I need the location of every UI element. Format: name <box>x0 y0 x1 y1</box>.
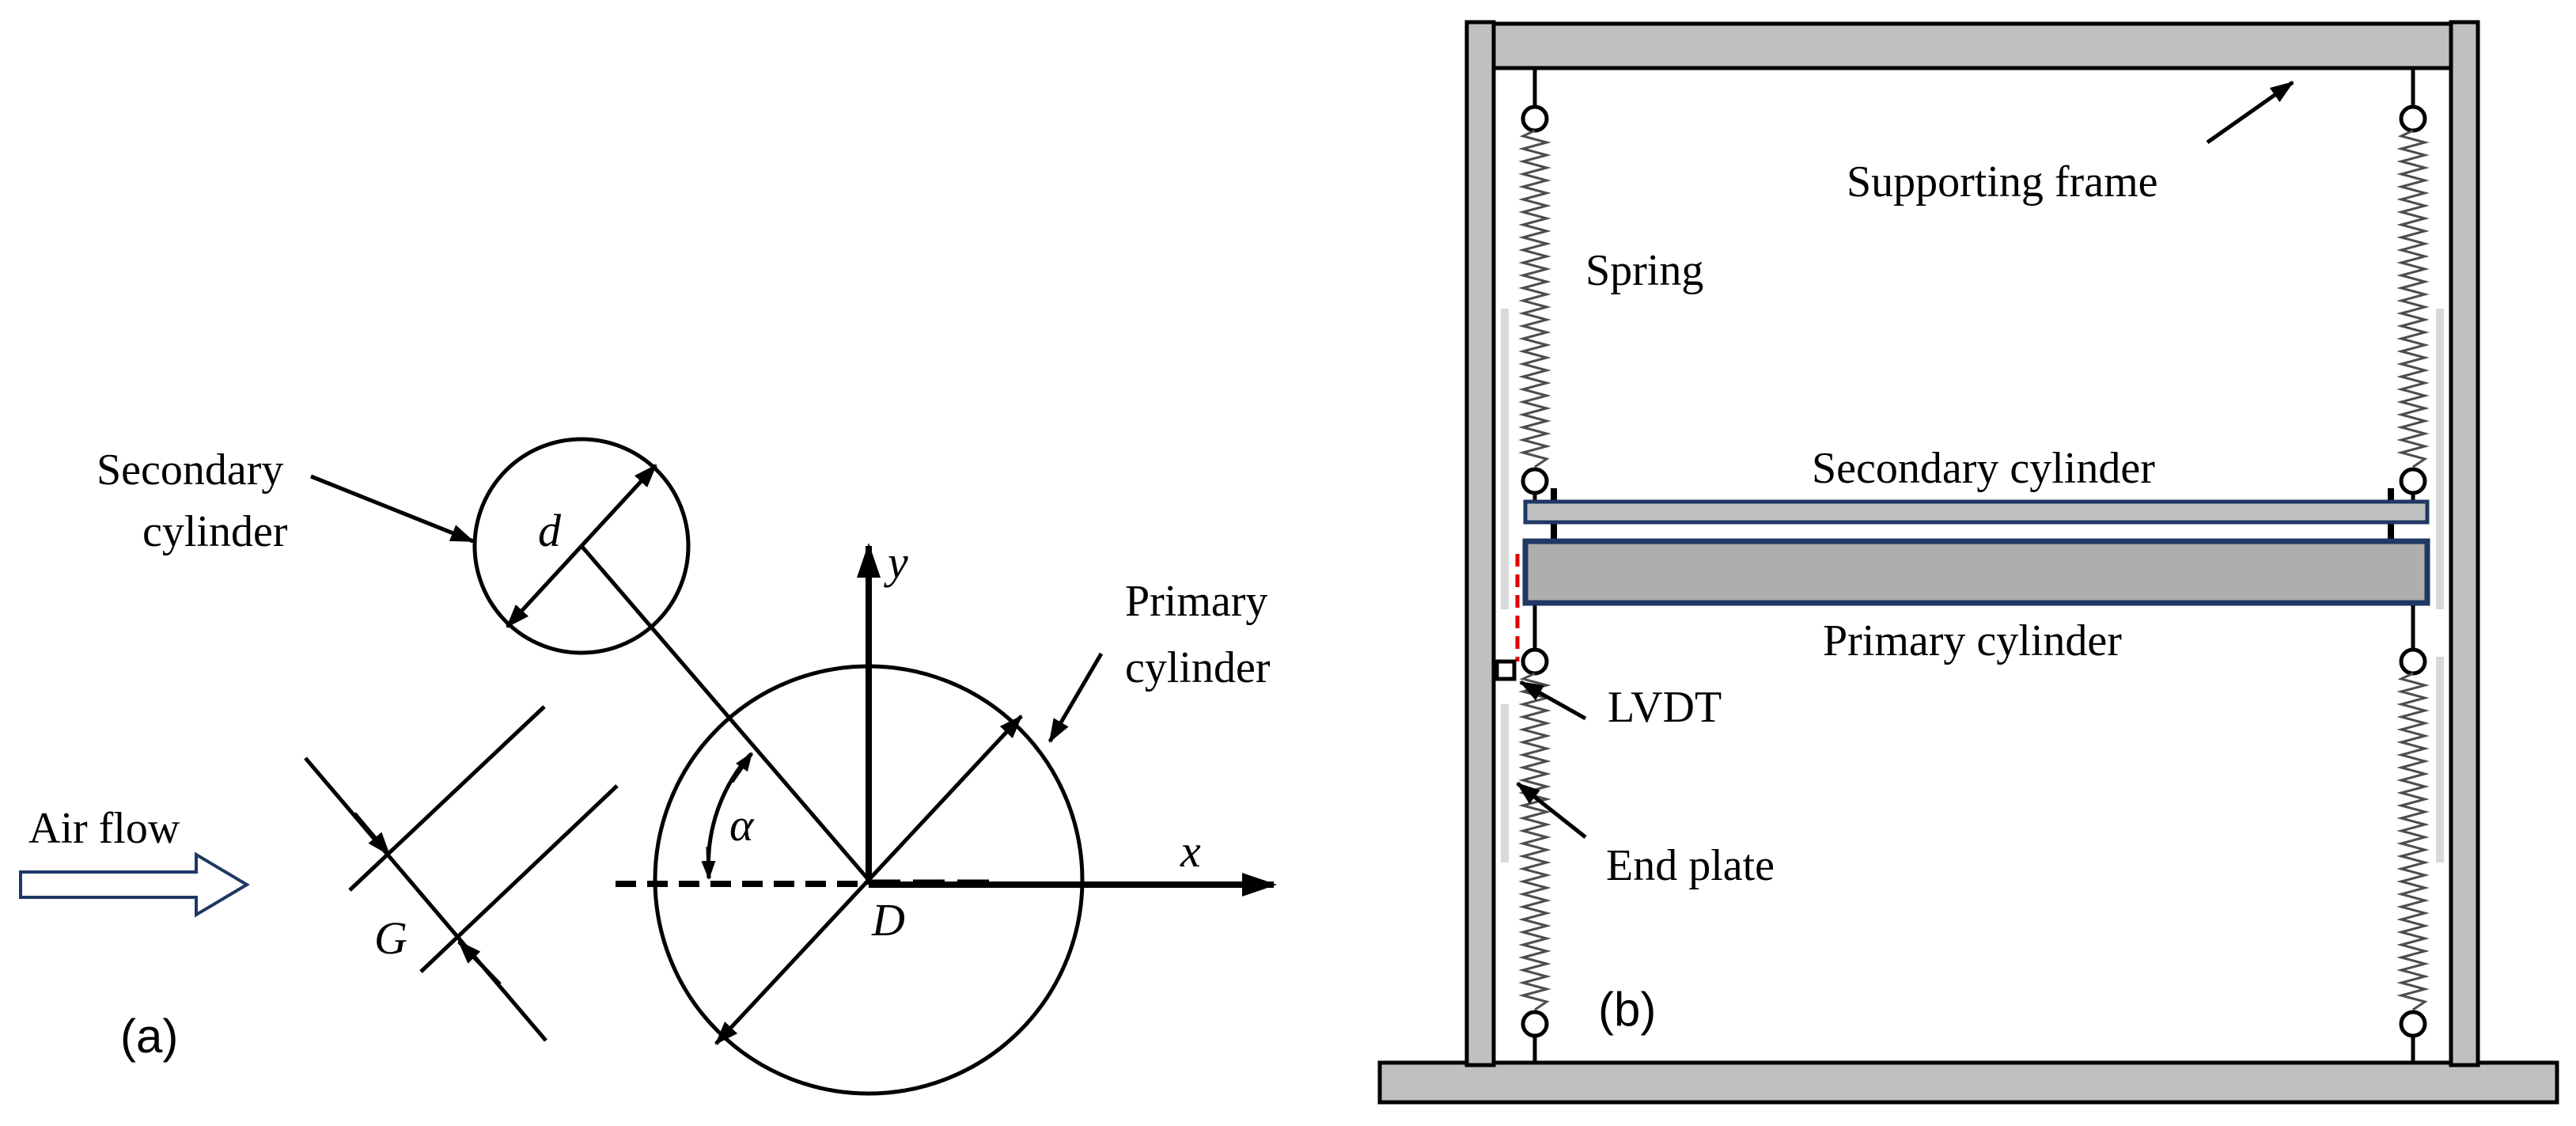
center-line <box>580 544 870 881</box>
top-beam <box>1491 21 2453 70</box>
symbol-alpha: α <box>729 799 755 851</box>
d-arrow-lower <box>506 544 583 628</box>
secondary-cylinder-label-line2: cylinder <box>142 507 288 556</box>
air-flow-arrow <box>19 851 250 918</box>
d-arrow-upper <box>580 464 657 548</box>
end-plate-label: End plate <box>1606 841 1775 890</box>
frame-post-right <box>2449 20 2480 1067</box>
end-plate-leader <box>1516 782 1587 839</box>
secondary-cylinder-leader <box>310 474 475 544</box>
panel-b: Supporting frame Spring Secondary cylind… <box>1377 20 2559 1105</box>
primary-cylinder-leader <box>1047 652 1104 743</box>
secondary-cylinder-circle <box>472 437 691 655</box>
spring-right-upper <box>2396 70 2430 503</box>
symbol-d: d <box>538 505 562 556</box>
gap-line-upper <box>348 705 546 892</box>
gap-measure-line <box>304 756 547 1042</box>
gap-line-lower <box>419 784 619 973</box>
gap-arrow-upper <box>353 812 391 856</box>
alpha-arc-head-bottom <box>701 846 716 880</box>
secondary-cylinder-bar <box>1523 499 2430 525</box>
primary-cylinder-label: Primary cylinder <box>1823 616 2122 665</box>
primary-cylinder-bar <box>1522 538 2430 606</box>
air-flow-label: Air flow <box>28 804 180 853</box>
symbol-D: D <box>871 894 905 946</box>
supporting-frame-leader <box>2206 80 2294 145</box>
supporting-frame-label: Supporting frame <box>1847 157 2157 207</box>
secondary-cylinder-label-line1: Secondary <box>97 445 283 495</box>
lvdt-sensor <box>1494 659 1517 681</box>
spring-right-lower <box>2396 584 2430 1063</box>
x-axis-label: x <box>1180 825 1201 877</box>
lvdt-leader <box>1519 680 1587 721</box>
spring-left-upper <box>1518 70 1551 503</box>
symbol-G: G <box>374 912 407 964</box>
end-plate-left-upper <box>1501 309 1509 609</box>
alpha-arc-head-top <box>729 752 754 783</box>
spring-label: Spring <box>1585 246 1703 295</box>
base-plate <box>1377 1060 2559 1105</box>
primary-cylinder-label-line2: cylinder <box>1125 643 1271 692</box>
panel-a: Air flow d Secondary cylinder D x y α <box>19 437 1277 1096</box>
D-arrow-lower <box>714 878 870 1045</box>
end-plate-left-lower <box>1501 704 1509 863</box>
D-arrow-upper <box>867 715 1023 881</box>
frame-post-left <box>1464 20 1496 1067</box>
spring-left-lower <box>1518 584 1551 1063</box>
lvdt-label: LVDT <box>1608 683 1722 732</box>
panel-b-label: (b) <box>1598 983 1656 1036</box>
secondary-cylinder-label: Secondary cylinder <box>1812 444 2155 493</box>
primary-cylinder-label-line1: Primary <box>1125 577 1267 626</box>
end-plate-right-lower <box>2436 657 2444 863</box>
end-plate-right-upper <box>2436 309 2444 609</box>
y-axis-label: y <box>884 536 908 588</box>
gap-arrow-lower <box>457 940 502 986</box>
panel-a-label: (a) <box>120 1010 178 1063</box>
